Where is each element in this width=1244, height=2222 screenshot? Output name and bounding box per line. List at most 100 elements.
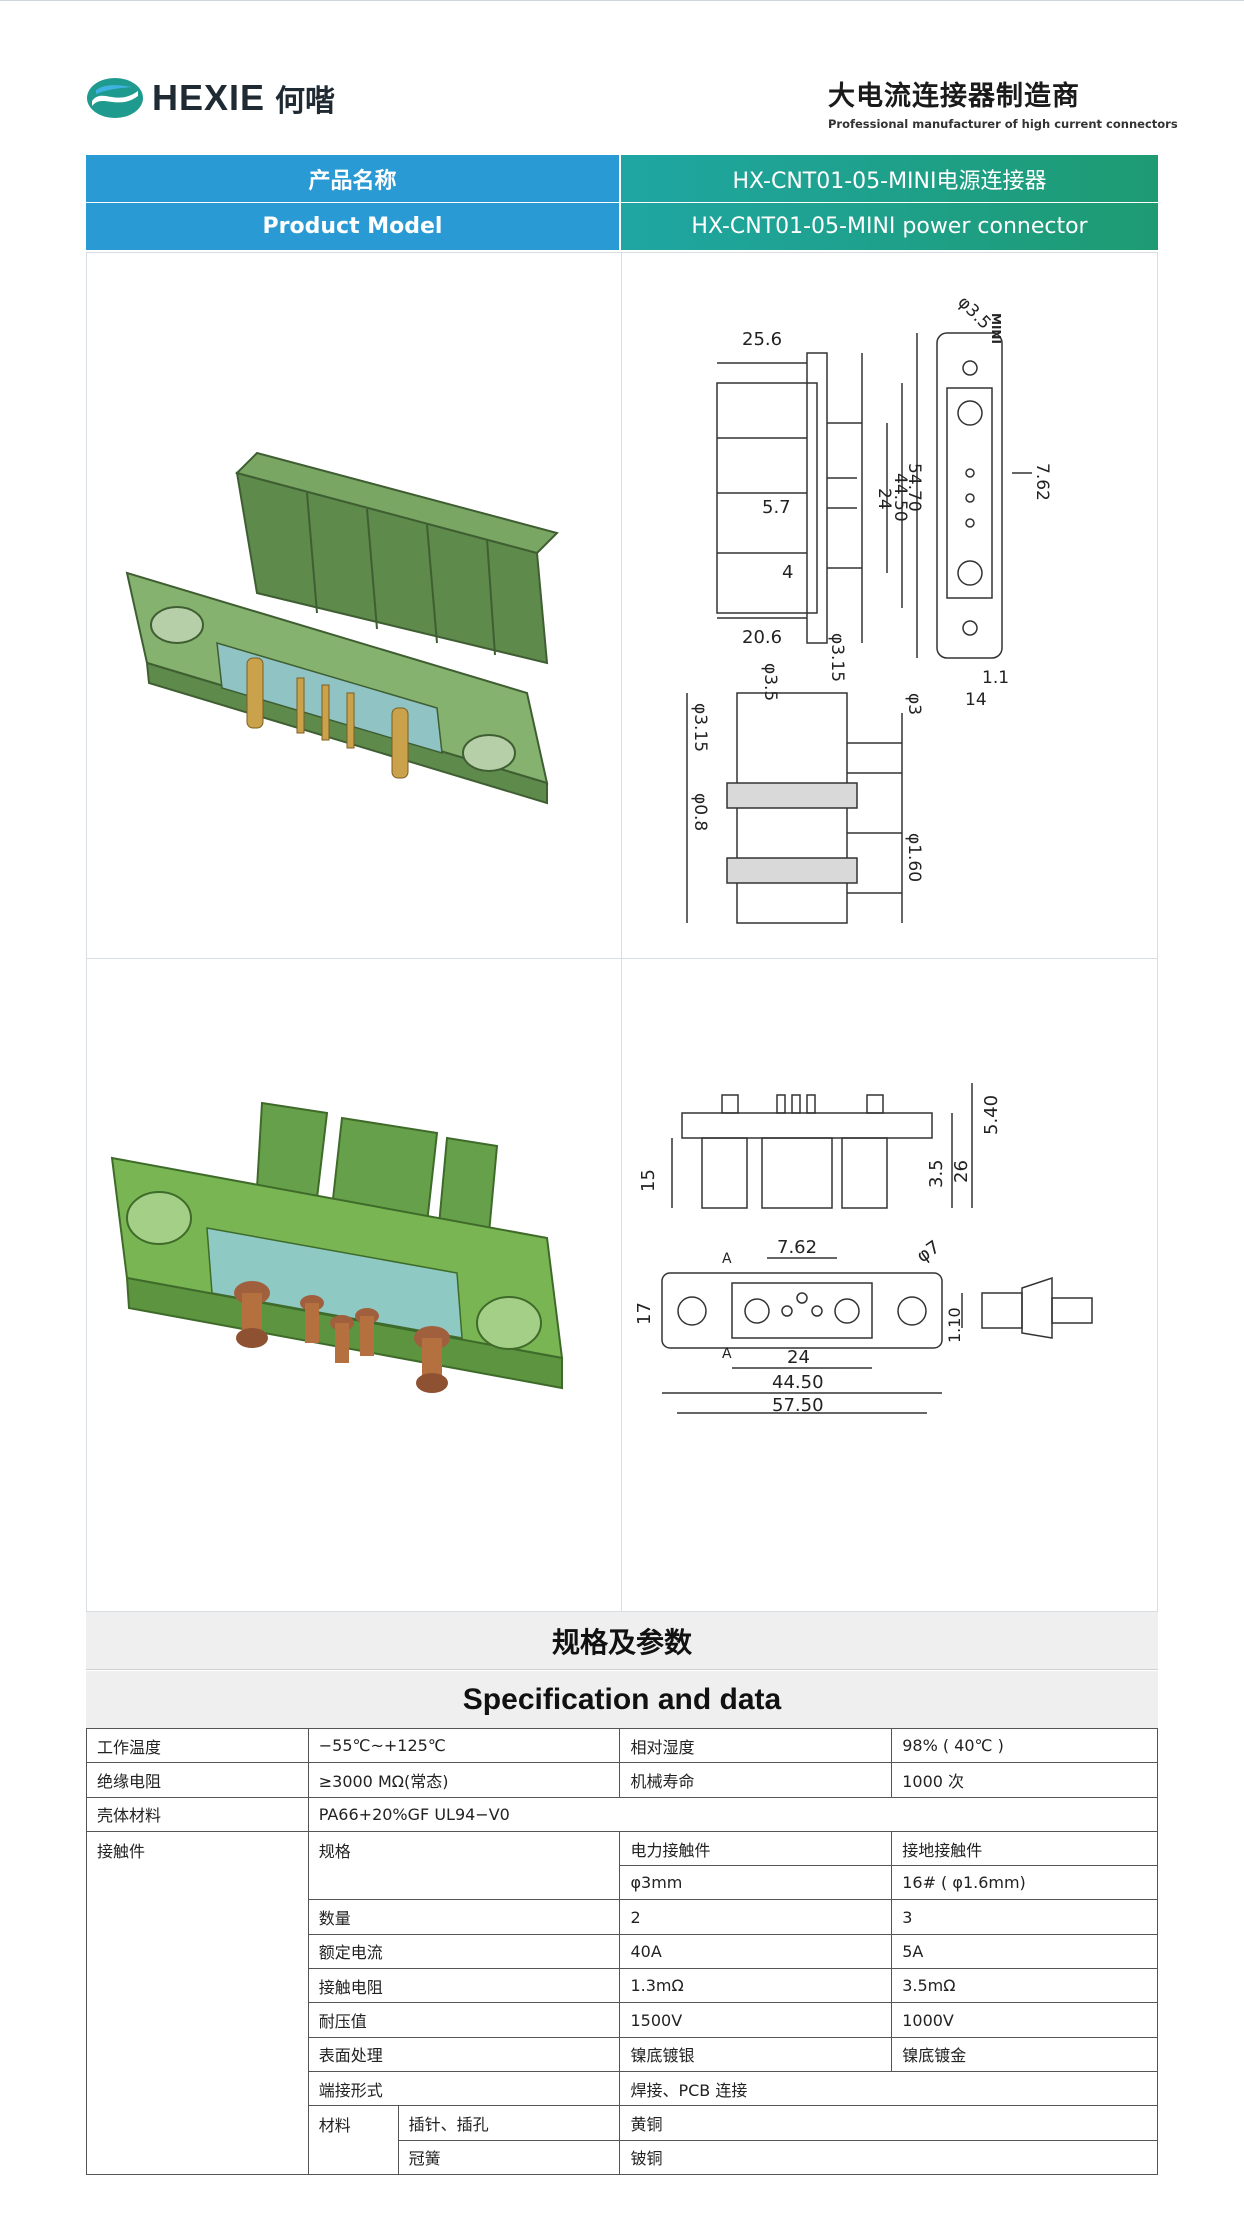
spec-value: 1.3mΩ [619, 1968, 893, 2004]
spec-sublabel: 材料 [307, 2105, 399, 2175]
dim-24-b: 24 [787, 1347, 810, 1368]
spec-value: 1000V [891, 2002, 1158, 2038]
product-image-grid: 25.6 5.7 4 20.6 φ3.15 54.70 44.50 24 7.6… [86, 252, 1158, 1612]
spec-value: 焊接、PCB 连接 [619, 2070, 1158, 2107]
spec-row-voltage: 耐压值 1500V 1000V [87, 2002, 1158, 2038]
dim-5-7: 5.7 [762, 497, 791, 518]
tagline-en: Professional manufacturer of high curren… [828, 117, 1178, 131]
spec-title-cn: 规格及参数 [86, 1612, 1158, 1670]
mini-label: MINI [989, 313, 1003, 344]
page-header: HEXIE 何喈 大电流连接器制造商 Professional manufact… [86, 66, 1178, 136]
spec-row-insulation: 绝缘电阻 ≥3000 MΩ(常态) 机械寿命 1000 次 [86, 1762, 1158, 1798]
spec-value: 40A [619, 1933, 893, 1970]
dim-1-1: 1.1 [982, 668, 1009, 688]
spec-sublabel: 接触电阻 [307, 1968, 621, 2004]
brand-name: HEXIE [152, 77, 266, 118]
dim-17: 17 [634, 1302, 655, 1325]
spec-col-header: 接地接触件 [891, 1830, 1158, 1867]
dim-phi-3-15: φ3.15 [827, 633, 847, 682]
dim-phi-3: φ3 [904, 693, 924, 715]
tagline-cn: 大电流连接器制造商 [828, 81, 1080, 112]
dim-phi-3-5-b: φ3.5 [760, 663, 780, 701]
dim-15: 15 [638, 1169, 659, 1192]
connector-render-angled [125, 451, 559, 805]
spec-value: 2 [619, 1899, 893, 1935]
grid-divider-horizontal [87, 958, 1157, 959]
spec-sublabel: 端接形式 [307, 2070, 621, 2107]
spec-value: 镍底镀金 [891, 2036, 1158, 2072]
spec-row-qty: 数量 2 3 [87, 1899, 1158, 1935]
dim-25-6: 25.6 [742, 329, 782, 350]
section-a-top: A [722, 1251, 732, 1267]
dim-20-6: 20.6 [742, 627, 782, 648]
dim-7-62: 7.62 [1032, 463, 1052, 501]
technical-drawing-bottom: 15 3.5 26 5.40 7.62 φ7 17 1.10 24 44.50 … [634, 1083, 1093, 1416]
dim-5-40: 5.40 [981, 1095, 1002, 1135]
connector-render-front [110, 1101, 564, 1393]
spec-row-resistance: 接触电阻 1.3mΩ 3.5mΩ [87, 1968, 1158, 2004]
spec-value: 1000 次 [891, 1762, 1158, 1798]
spec-row-current: 额定电流 40A 5A [87, 1933, 1158, 1970]
tagline: 大电流连接器制造商 Professional manufacturer of h… [828, 74, 1178, 131]
spec-value: 1500V [619, 2002, 893, 2038]
dim-57-50: 57.50 [772, 1395, 824, 1416]
spec-col-header: 电力接触件 [619, 1830, 893, 1867]
dim-26: 26 [951, 1160, 972, 1183]
grid-divider-vertical [621, 253, 622, 1611]
dim-44-50: 44.50 [890, 473, 910, 522]
dim-7-62-b: 7.62 [777, 1237, 817, 1258]
dim-4: 4 [782, 562, 793, 583]
spec-label: 相对湿度 [619, 1727, 893, 1764]
hexie-logo-icon [87, 78, 143, 118]
spec-sublabel: 数量 [307, 1899, 621, 1935]
spec-value: 镍底镀银 [619, 2036, 893, 2072]
spec-sublabel: 插针、插孔 [397, 2105, 621, 2141]
dim-1-10: 1.10 [945, 1307, 964, 1343]
spec-value: ≥3000 MΩ(常态) [307, 1762, 621, 1798]
brand-logo[interactable]: HEXIE 何喈 [86, 76, 335, 120]
section-a-bottom: A [722, 1346, 732, 1362]
spec-row-contact-size: φ3mm 16# ( φ1.6mm) [87, 1865, 1158, 1901]
spec-label: 接触件 [86, 1830, 309, 2175]
spec-value: 黄铜 [619, 2105, 1158, 2141]
model-value-en: HX-CNT01-05-MINI power connector [621, 203, 1158, 250]
spec-label: 工作温度 [86, 1727, 309, 1764]
spec-sublabel: 规格 [307, 1830, 621, 1901]
spec-label: 机械寿命 [619, 1762, 893, 1798]
dim-44-50-b: 44.50 [772, 1372, 824, 1393]
spec-value: 3.5mΩ [891, 1968, 1158, 2004]
spec-value: PA66+20%GF UL94−V0 [307, 1796, 1159, 1832]
dim-phi-0-8: φ0.8 [690, 793, 710, 831]
spec-sublabel: 表面处理 [307, 2036, 621, 2072]
spec-row-contact-header: 接触件 规格 电力接触件 接地接触件 [86, 1830, 1158, 2175]
spec-value: 3 [891, 1899, 1158, 1935]
model-label-en: Product Model [86, 203, 621, 250]
spec-value: 98% ( 40℃ ) [891, 1727, 1158, 1764]
dim-phi-3-15-b: φ3.15 [690, 703, 710, 752]
spec-title-en: Specification and data [86, 1671, 1158, 1729]
spec-label: 壳体材料 [86, 1796, 309, 1832]
model-row-cn: 产品名称 HX-CNT01-05-MINI电源连接器 [86, 155, 1158, 203]
dim-24: 24 [874, 488, 894, 510]
spec-row-housing: 壳体材料 PA66+20%GF UL94−V0 [86, 1796, 1159, 1832]
dim-54-70: 54.70 [904, 463, 924, 512]
spec-table: 工作温度 −55℃~+125℃ 相对湿度 98% ( 40℃ ) 绝缘电阻 ≥3… [86, 1727, 1159, 2175]
dim-14: 14 [965, 690, 987, 710]
dim-phi-1-60: φ1.60 [904, 833, 924, 882]
spec-sublabel: 耐压值 [307, 2002, 621, 2038]
spec-label: 绝缘电阻 [86, 1762, 309, 1798]
model-label-cn: 产品名称 [86, 155, 621, 202]
spec-sublabel: 冠簧 [397, 2139, 621, 2175]
spec-value: −55℃~+125℃ [307, 1727, 621, 1764]
spec-row-material-spring: 冠簧 铍铜 [87, 2139, 1158, 2175]
spec-row-surface: 表面处理 镍底镀银 镍底镀金 [87, 2036, 1158, 2072]
top-divider [0, 0, 1244, 1]
brand-name-cn: 何喈 [275, 84, 336, 119]
spec-sublabel: 额定电流 [307, 1933, 621, 1970]
product-model-table: 产品名称 HX-CNT01-05-MINI电源连接器 Product Model… [86, 155, 1158, 251]
dim-phi-7: φ7 [913, 1237, 944, 1268]
dim-phi-3-5: φ3.5 [953, 292, 994, 333]
dim-3-5: 3.5 [926, 1159, 947, 1188]
model-value-cn: HX-CNT01-05-MINI电源连接器 [621, 155, 1158, 202]
technical-drawing-top: 25.6 5.7 4 20.6 φ3.15 54.70 44.50 24 7.6… [686, 292, 1052, 924]
